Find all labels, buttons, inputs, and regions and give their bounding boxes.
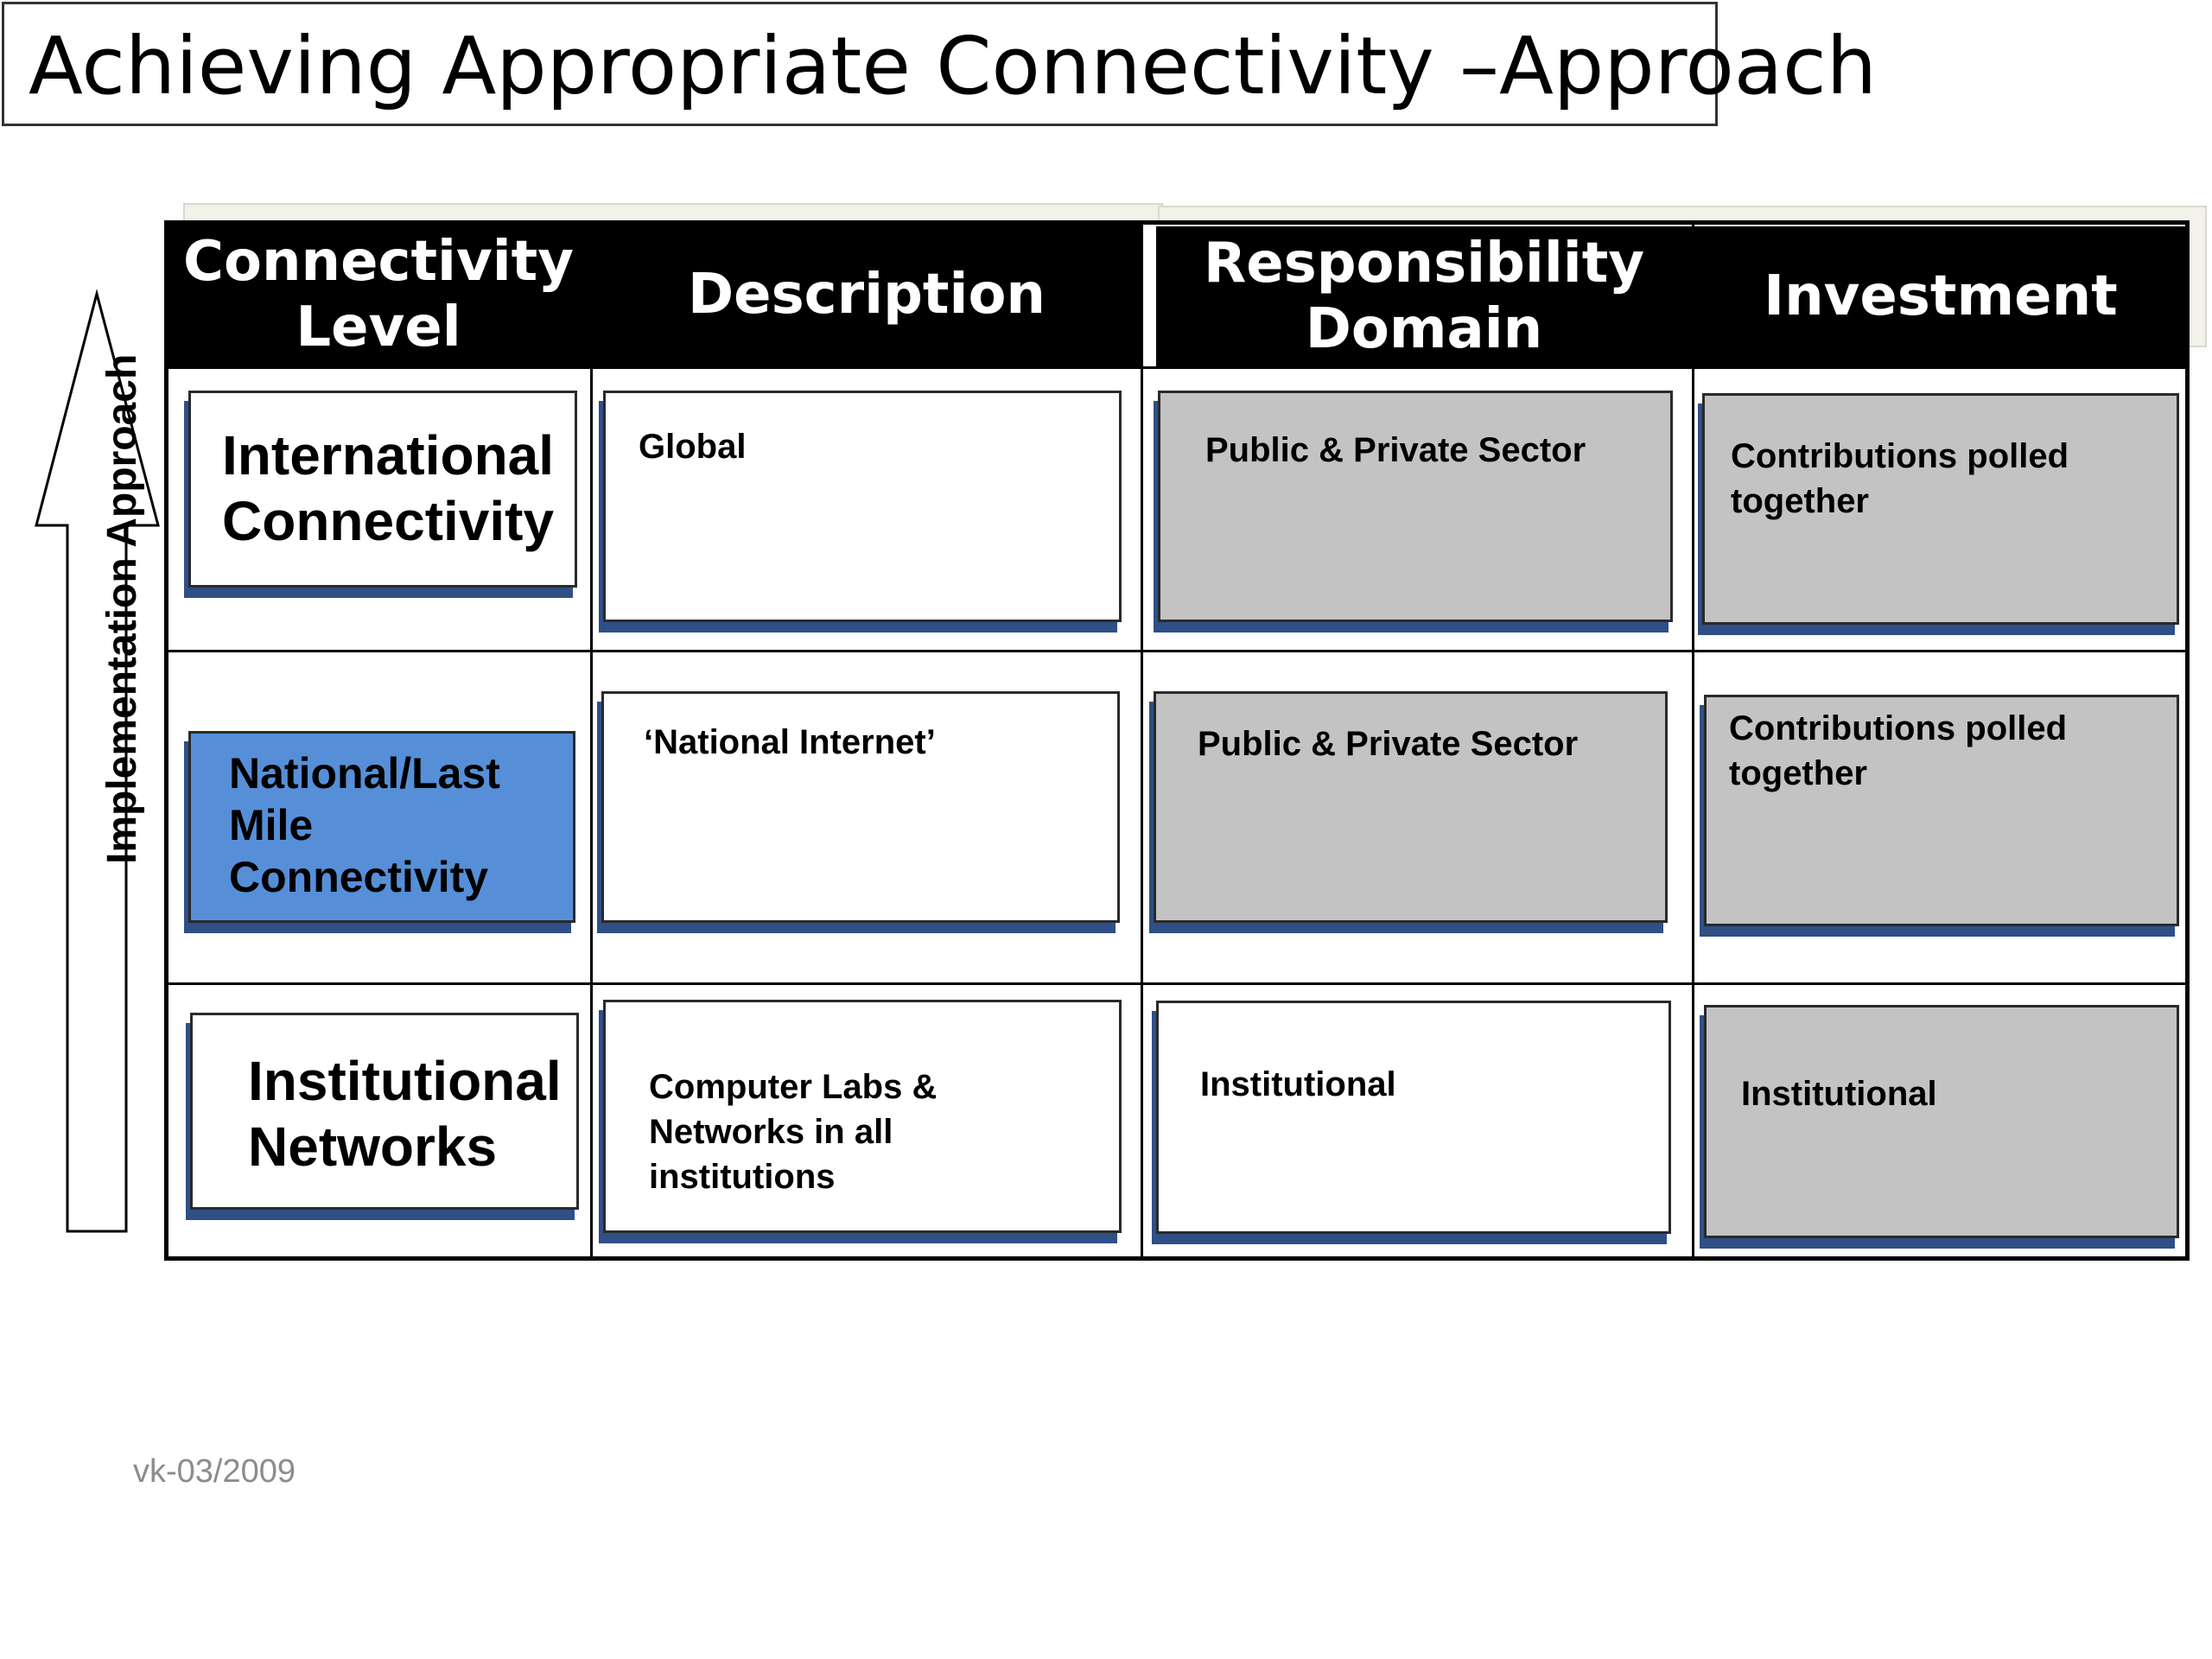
column-divider xyxy=(1141,223,1143,1258)
cell-description-global: Global xyxy=(603,391,1122,622)
cell-responsibility-row3: Institutional xyxy=(1156,1001,1671,1234)
header-responsibility-domain: Responsibility Domain xyxy=(1156,226,1692,366)
description-text: Global xyxy=(639,428,747,466)
header-investment-label: Investment xyxy=(1764,264,2118,328)
cell-description-labs: Computer Labs & Networks in all institut… xyxy=(603,1000,1122,1233)
cell-level-institutional: Institutional Networks xyxy=(190,1013,579,1210)
description-text: Computer Labs & Networks in all institut… xyxy=(649,1068,938,1196)
footer-note: vk-03/2009 xyxy=(133,1453,296,1490)
investment-text: Contributions polled together xyxy=(1731,437,2069,520)
header-connectivity-level: Connectivity Level xyxy=(167,223,590,366)
header-investment: Investment xyxy=(1694,226,2187,366)
row-divider xyxy=(167,650,2187,652)
header-connectivity-level-label: Connectivity Level xyxy=(183,230,574,359)
header-description: Description xyxy=(593,223,1141,366)
header-responsibility-label: Responsibility Domain xyxy=(1203,232,1645,361)
column-divider xyxy=(1692,223,1694,1258)
responsibility-text: Public & Private Sector xyxy=(1198,725,1579,763)
description-text: ‘National Internet’ xyxy=(644,723,936,761)
cell-level-national: National/Last Mile Connectivity xyxy=(188,731,575,923)
title-box: Achieving Appropriate Connectivity –Appr… xyxy=(2,2,1877,126)
up-arrow-icon xyxy=(33,285,162,1236)
investment-text: Contributions polled together xyxy=(1729,709,2068,792)
row-divider xyxy=(167,366,2187,369)
level-label: International Connectivity xyxy=(222,424,555,552)
slide-title: Achieving Appropriate Connectivity –Appr… xyxy=(29,20,1878,112)
cell-investment-row3: Institutional xyxy=(1704,1005,2179,1238)
cell-responsibility-row2: Public & Private Sector xyxy=(1154,691,1668,923)
cell-investment-row2: Contributions polled together xyxy=(1704,695,2179,926)
level-label: Institutional Networks xyxy=(248,1050,562,1178)
header-description-label: Description xyxy=(688,263,1046,327)
column-divider xyxy=(590,223,593,1258)
level-label: National/Last Mile Connectivity xyxy=(229,749,500,901)
cell-level-international: International Connectivity xyxy=(188,391,577,588)
investment-text: Institutional xyxy=(1741,1075,1937,1113)
implementation-approach-label: Implementation Approach xyxy=(99,353,145,864)
responsibility-text: Public & Private Sector xyxy=(1205,431,1586,469)
cell-investment-row1: Contributions polled together xyxy=(1702,393,2179,625)
cell-responsibility-row1: Public & Private Sector xyxy=(1158,391,1673,622)
row-divider xyxy=(167,982,2187,985)
cell-description-national-internet: ‘National Internet’ xyxy=(601,691,1120,923)
responsibility-text: Institutional xyxy=(1200,1065,1396,1103)
